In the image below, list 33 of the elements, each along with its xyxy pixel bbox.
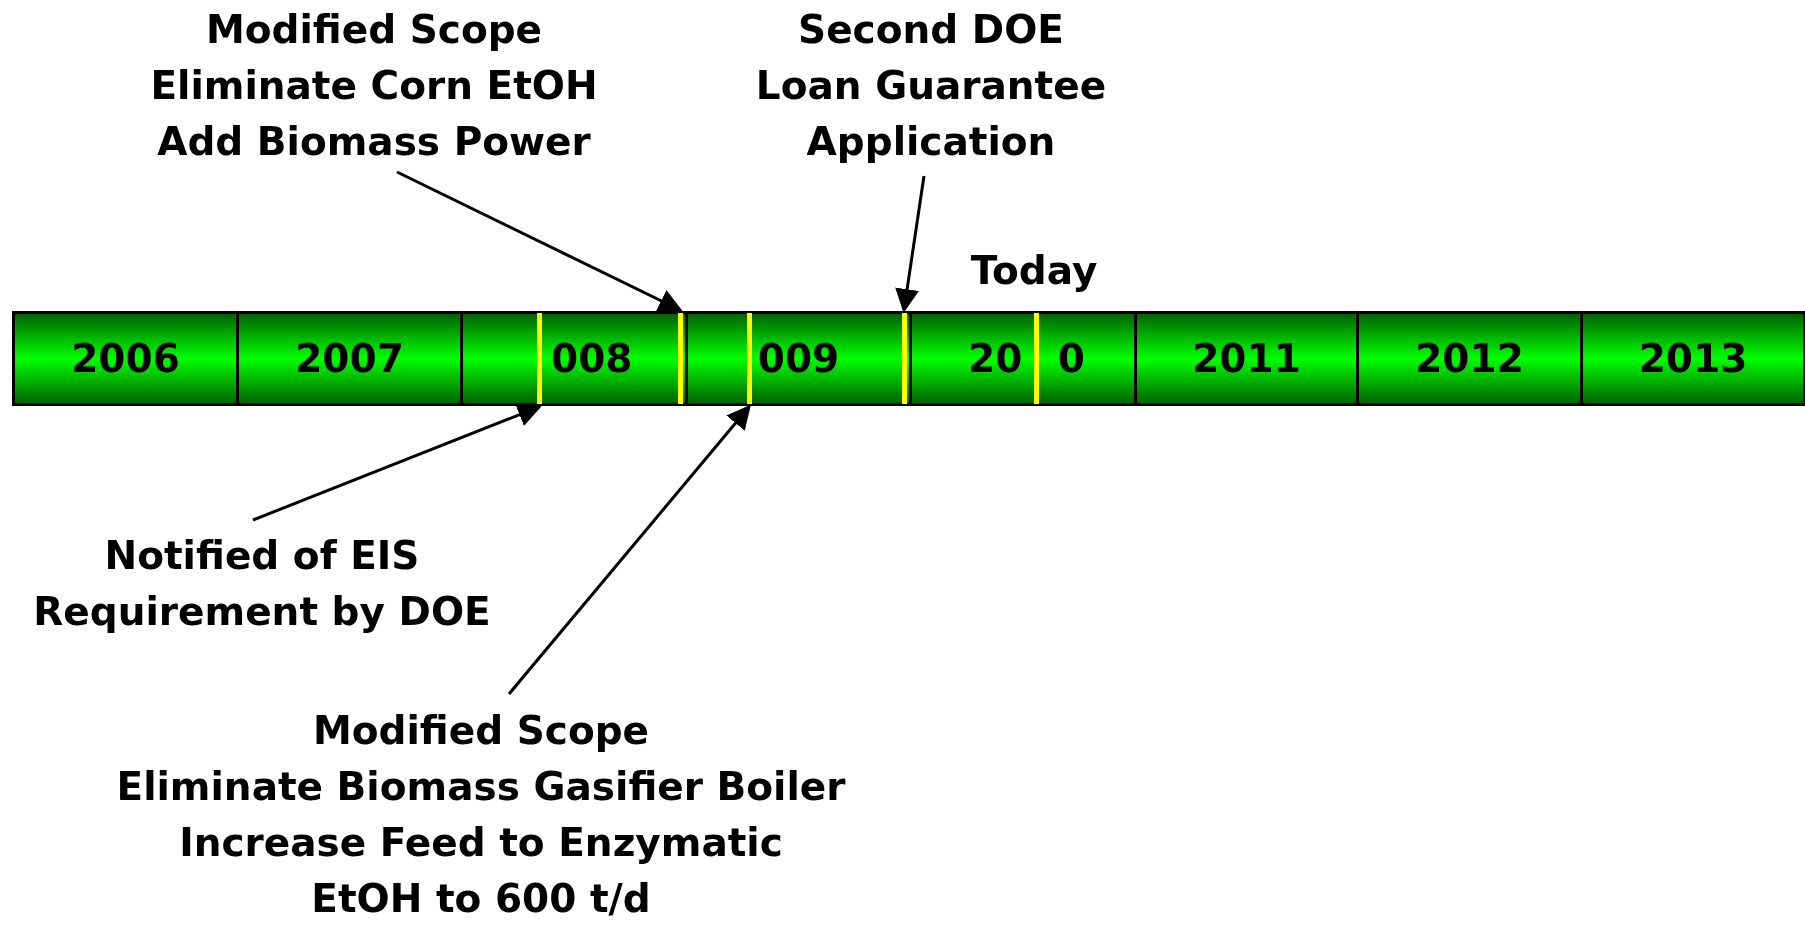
annotation-text: Add Biomass Power — [156, 118, 592, 166]
year-label: 009 — [757, 335, 840, 382]
year-label: 2007 — [295, 335, 404, 382]
milestone-marker — [747, 313, 752, 404]
arrow — [895, 175, 926, 313]
year-label: 2013 — [1638, 335, 1748, 382]
today-label: Today — [969, 247, 1099, 295]
timeline-segment — [1356, 311, 1583, 406]
timeline-segment — [1580, 311, 1805, 406]
year-label: 20 0 — [968, 335, 1085, 382]
timeline-segment — [1134, 311, 1359, 406]
annotation-text: Eliminate Biomass Gasifier Boiler — [115, 763, 847, 811]
annotation-text: Increase Feed to Enzymatic EtOH to 600 t/d — [178, 819, 784, 923]
arrow — [396, 170, 683, 312]
timeline-segment — [909, 311, 1137, 406]
annotation-text: Notified of EIS Requirement by DOE — [32, 532, 492, 636]
milestone-marker — [537, 313, 542, 404]
year-label: 2006 — [71, 335, 180, 382]
arrow — [507, 404, 751, 695]
timeline-segment — [685, 311, 912, 406]
annotation-text: Modified Scope — [204, 6, 544, 54]
milestone-marker — [678, 313, 683, 404]
timeline-segment — [12, 311, 239, 406]
annotation-text: Eliminate Corn EtOH — [149, 62, 599, 110]
milestone-marker — [1034, 313, 1039, 404]
annotation-text: Second DOE Loan Guarantee Application — [754, 6, 1108, 166]
milestone-marker — [902, 313, 907, 404]
year-label: 2011 — [1192, 335, 1301, 382]
year-label: 2012 — [1415, 335, 1524, 382]
timeline-segment — [236, 311, 463, 406]
year-label: 008 — [551, 335, 633, 382]
timeline-segment — [460, 311, 688, 406]
annotation-text: Modified Scope — [311, 707, 651, 755]
